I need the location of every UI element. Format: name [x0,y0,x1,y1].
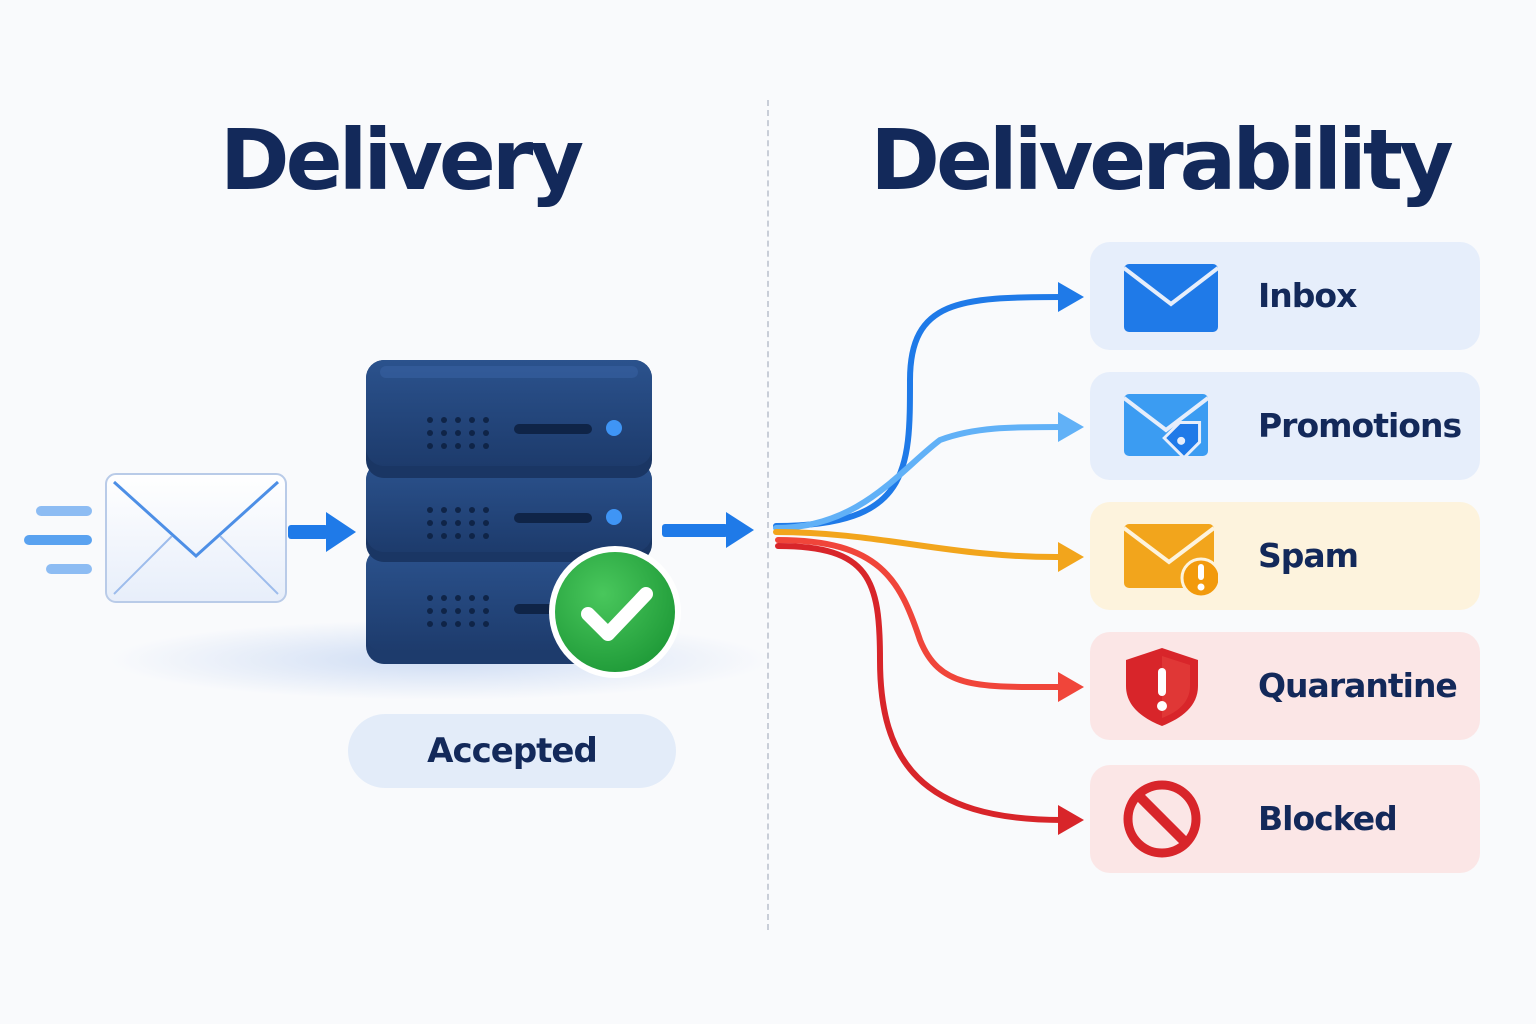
outcome-card-quarantine: Quarantine [1090,632,1480,740]
accepted-badge: Accepted [348,714,676,788]
envelope-warning-icon [1122,524,1218,596]
outcome-card-blocked: Blocked [1090,765,1480,873]
motion-lines-icon [24,506,92,574]
outcome-label: Inbox [1258,276,1357,315]
section-divider [767,100,769,930]
outcome-card-inbox: Inbox [1090,242,1480,350]
envelope-icon [105,473,287,603]
envelope-icon [1122,264,1218,332]
outcome-card-promotions: Promotions [1090,372,1480,480]
arrow-right-icon [288,512,356,552]
outcome-card-spam: Spam [1090,502,1480,610]
outcome-label: Promotions [1258,406,1462,445]
shield-alert-icon [1126,648,1198,726]
arrow-right-icon [662,512,754,548]
routing-paths [773,294,1065,823]
prohibited-icon [1123,780,1201,858]
envelope-tag-icon [1122,394,1210,460]
deliverability-title: Deliverability [870,111,1454,209]
checkmark-icon [549,546,681,678]
delivery-title: Delivery [219,111,584,209]
outcome-label: Spam [1258,536,1359,575]
outcome-label: Blocked [1258,799,1398,838]
outcome-label: Quarantine [1258,666,1458,705]
routing-arrowheads [1058,282,1084,835]
